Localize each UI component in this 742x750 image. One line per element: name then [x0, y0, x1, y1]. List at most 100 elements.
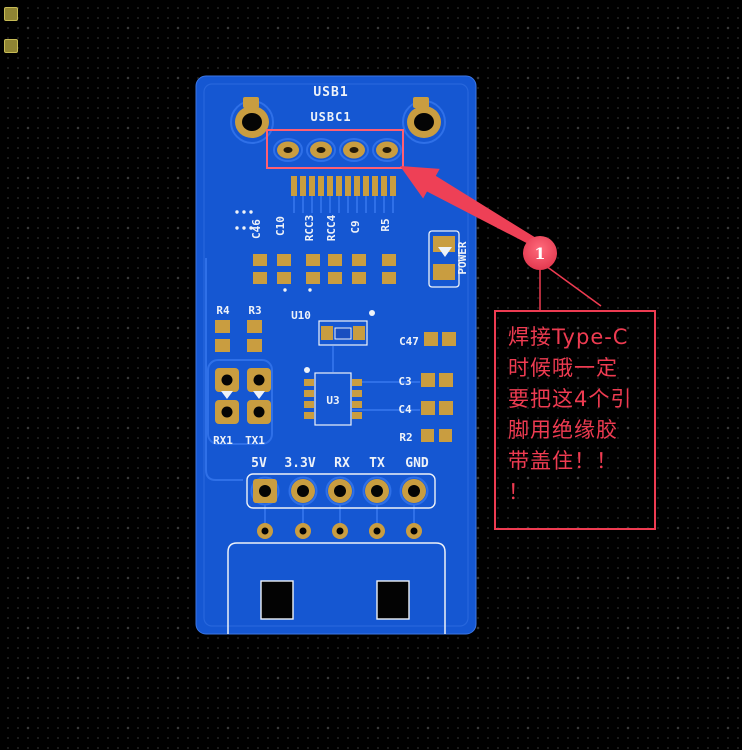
pad	[243, 97, 259, 108]
annotation-note-box[interactable]: 焊接Type-C 时候哦一定 要把这4个引 脚用绝缘胶 带盖住！！ ！	[494, 310, 656, 530]
note-line: 脚用绝缘胶	[508, 418, 618, 442]
passive-pad-row[interactable]	[253, 254, 396, 284]
silkscreen-label-c4: C4	[398, 403, 412, 416]
pad	[253, 254, 267, 266]
connector-pin-pad	[300, 176, 306, 196]
rx1-tx1-through-holes[interactable]	[215, 368, 271, 424]
connector-pin-pad	[372, 176, 378, 196]
silkscreen-label-power: POWER	[456, 241, 469, 274]
connector-pin-pad	[327, 176, 333, 196]
silkscreen-label-u3: U3	[326, 394, 339, 407]
pad	[352, 254, 366, 266]
u10-component[interactable]	[318, 310, 375, 346]
pad	[413, 97, 429, 108]
pad	[277, 272, 291, 284]
pad	[439, 401, 453, 415]
usbc-shell-pads[interactable]	[277, 141, 398, 159]
c3-c4-r2-pads[interactable]	[421, 373, 453, 442]
header-connector[interactable]	[246, 473, 436, 509]
drill-hole	[259, 485, 271, 497]
callout-number-badge[interactable]	[523, 236, 557, 270]
leader-line	[545, 265, 602, 307]
note-line: 焊接Type-C	[508, 325, 629, 349]
silkscreen-label-gnd: GND	[405, 456, 429, 471]
component-body	[334, 327, 352, 340]
pad	[382, 254, 396, 266]
silkscreen-label-3v3: 3.3V	[284, 456, 315, 471]
canvas-marker-icon	[4, 7, 18, 21]
silkscreen-label-usbc1: USBC1	[310, 110, 351, 124]
pad	[421, 429, 434, 442]
silkscreen-label-rcc3: RCC3	[303, 215, 316, 242]
usbc-pin-row[interactable]	[291, 176, 396, 196]
pad	[439, 373, 453, 387]
pad	[304, 412, 314, 419]
silkscreen-dot	[242, 226, 246, 230]
copper-pour-outline	[203, 83, 469, 627]
power-led-component[interactable]	[428, 230, 460, 288]
slot-hole	[376, 580, 410, 620]
drill-hole	[334, 485, 346, 497]
silkscreen-label-c46: C46	[250, 219, 263, 239]
pad	[328, 272, 342, 284]
silkscreen-label-rx: RX	[334, 456, 350, 471]
component-outline	[314, 372, 352, 426]
silkscreen-label-r2: R2	[399, 431, 412, 444]
pad-slot	[382, 147, 392, 153]
board-substrate	[195, 75, 477, 635]
trace-ring	[288, 476, 318, 506]
trace-ring	[399, 476, 429, 506]
silkscreen-label-tx: TX	[369, 456, 385, 471]
pad	[352, 401, 362, 408]
usb-a-footprint[interactable]	[227, 542, 446, 634]
drill-hole	[221, 374, 233, 386]
annotation-arrow[interactable]	[400, 166, 545, 251]
silkscreen-dot	[308, 288, 312, 292]
connector-pin-pad	[345, 176, 351, 196]
pad	[247, 339, 262, 352]
usb-shell-mount[interactable]	[235, 97, 441, 138]
canvas-marker-icon	[4, 39, 18, 53]
pad-slot	[283, 147, 293, 153]
note-line: ！	[508, 480, 530, 504]
pin1-marker	[369, 310, 375, 316]
silkscreen-dot	[235, 210, 239, 214]
silkscreen-label-rx1: RX1	[213, 434, 233, 447]
connector-pin-pad	[336, 176, 342, 196]
via-row	[257, 523, 422, 539]
pad	[421, 401, 435, 415]
connector-pin-pad	[381, 176, 387, 196]
silkscreen-label-c9: C9	[349, 220, 362, 233]
highlight-rect[interactable]	[266, 129, 404, 169]
pad	[304, 379, 314, 386]
mount-hole	[242, 113, 262, 131]
silkscreen-dot	[283, 288, 287, 292]
trace-loop	[207, 359, 273, 445]
u3-component[interactable]	[304, 367, 362, 426]
silkscreen-label-c47: C47	[399, 335, 419, 348]
annotation-callout[interactable]: 1	[266, 129, 602, 310]
trace-ring	[306, 138, 336, 162]
component-outline	[428, 230, 460, 288]
silkscreen-label-usb1: USB1	[313, 85, 348, 100]
note-line: 带盖住！！	[508, 449, 618, 473]
connector-pin-pad	[390, 176, 396, 196]
silkscreen-label-r3: R3	[248, 304, 261, 317]
pad	[247, 320, 262, 333]
silkscreen-dot	[249, 210, 253, 214]
r4-r3-pads[interactable]	[215, 320, 262, 352]
trace-ring	[250, 476, 280, 506]
slot-hole	[260, 580, 294, 620]
trace-ring	[372, 138, 402, 162]
pcb-board[interactable]: USB1 USBC1	[195, 75, 477, 635]
diode-symbol	[253, 391, 265, 399]
c47-pads[interactable]	[424, 332, 456, 346]
pad	[352, 379, 362, 386]
note-line: 时候哦一定	[508, 356, 618, 380]
silkscreen-label-c3: C3	[398, 375, 411, 388]
pad	[382, 272, 396, 284]
drill-hole	[408, 485, 420, 497]
diode-symbol	[438, 247, 452, 257]
